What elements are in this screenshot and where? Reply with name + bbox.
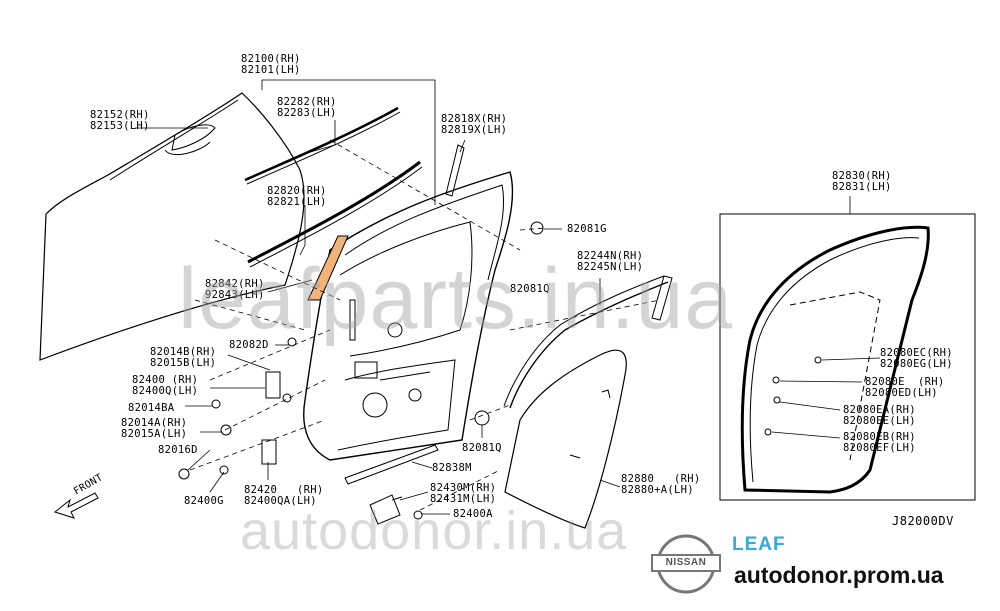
- callout-82244n: 82244N(RH)82245N(LH): [577, 250, 644, 273]
- leader-lines: [135, 79, 881, 515]
- callout-82820: 82820(RH)82821(LH): [267, 185, 327, 208]
- callout-82081g: 82081G: [567, 223, 607, 235]
- nissan-logo-text: NISSAN: [665, 557, 707, 568]
- callout-82014a: 82014A(RH)82015A(LH): [121, 417, 188, 440]
- callout-82080e: 82080E (RH)82080ED(LH): [865, 376, 945, 399]
- nissan-logo: [651, 534, 721, 594]
- callout-82100: 82100(RH)82101(LH): [241, 53, 301, 76]
- callout-82430m: 82430M(RH)82431M(LH): [430, 482, 497, 505]
- callout-82818x: 82818X(RH)82819X(LH): [441, 113, 508, 136]
- watermark-autodonor: autodonor.in.ua: [240, 501, 628, 561]
- callout-82838m: 82838M: [432, 462, 472, 474]
- watermark-leafparts: leafparts.in.ua: [178, 251, 734, 347]
- callout-82081q: 82081Q: [462, 442, 502, 454]
- callout-82080ea: 82080EA(RH)82080EE(LH): [843, 404, 916, 427]
- diagram-code: J82000DV: [892, 514, 954, 528]
- inner-door-panel: [303, 171, 514, 461]
- callout-82014b: 82014B(RH)82015B(LH): [150, 346, 217, 369]
- inset-box: [719, 213, 976, 501]
- callout-82400: 82400 (RH)82400Q(LH): [132, 374, 199, 397]
- site-url[interactable]: autodonor.prom.ua: [734, 562, 944, 588]
- callout-82282: 82282(RH)82283(LH): [277, 96, 337, 119]
- callout-82842: 82842(RH)92843(LH): [205, 278, 265, 301]
- callout-82080ec: 82080EC(RH)82080EG(LH): [880, 347, 953, 370]
- front-arrow-icon: [53, 492, 99, 519]
- belt-moulding: [244, 106, 401, 185]
- sash-cover: [307, 235, 349, 301]
- leaf-logo: LEAF: [732, 534, 786, 555]
- sash-trim: [445, 144, 465, 197]
- callout-82082d: 82082D: [229, 339, 269, 351]
- callout-82400a: 82400A: [453, 508, 493, 520]
- callout-82830: 82830(RH)82831(LH): [832, 170, 892, 193]
- rear-sash: [503, 275, 673, 409]
- callout-82880: 82880 (RH)82880+A(LH): [621, 473, 701, 496]
- callout-82420: 82420 (RH)82400QA(LH): [244, 484, 324, 507]
- regulator-motor: [369, 494, 403, 525]
- door-glass: [504, 349, 627, 529]
- inner-weatherstrip: [247, 160, 423, 268]
- callout-82400g: 82400G: [184, 495, 224, 507]
- callout-82016d: 82016D: [158, 444, 198, 456]
- door-weatherstrip: [740, 225, 930, 494]
- lower-moulding: [344, 444, 439, 485]
- callout-82081q-upper: 82081Q: [510, 283, 550, 295]
- callout-82014ba: 82014BA: [128, 402, 175, 414]
- callout-82152: 82152(RH)82153(LH): [90, 109, 150, 132]
- assembly-lines: [189, 139, 661, 511]
- callout-82080eb: 82080EB(RH)82080EF(LH): [843, 431, 916, 454]
